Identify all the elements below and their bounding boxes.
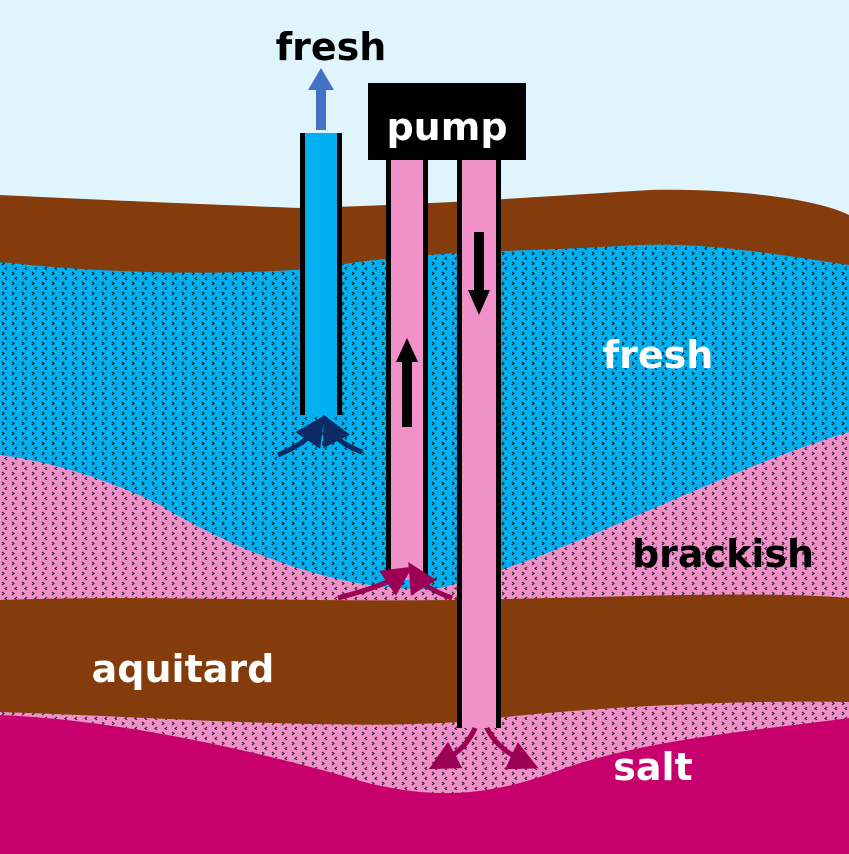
up-flow-arrow bbox=[402, 360, 412, 427]
brackish-layer-label: brackish bbox=[632, 532, 814, 576]
injection-well bbox=[457, 158, 501, 728]
fresh-well bbox=[300, 133, 342, 415]
salt-layer-label: salt bbox=[613, 745, 692, 789]
fresh-output-arrow bbox=[308, 68, 334, 130]
down-flow-arrow bbox=[474, 232, 484, 292]
brackish-inflow-arrows bbox=[337, 562, 453, 601]
aquitard-layer bbox=[0, 594, 849, 725]
salt-outflow-arrows bbox=[428, 726, 539, 770]
fresh-inflow-arrows bbox=[277, 414, 363, 458]
extraction-well bbox=[386, 158, 428, 580]
aquitard-layer-label: aquitard bbox=[92, 647, 275, 691]
pump-label: pump bbox=[386, 105, 507, 149]
pump-box bbox=[368, 83, 526, 160]
fresh-layer-label: fresh bbox=[603, 333, 714, 377]
fresh-output-label: fresh bbox=[276, 25, 387, 69]
